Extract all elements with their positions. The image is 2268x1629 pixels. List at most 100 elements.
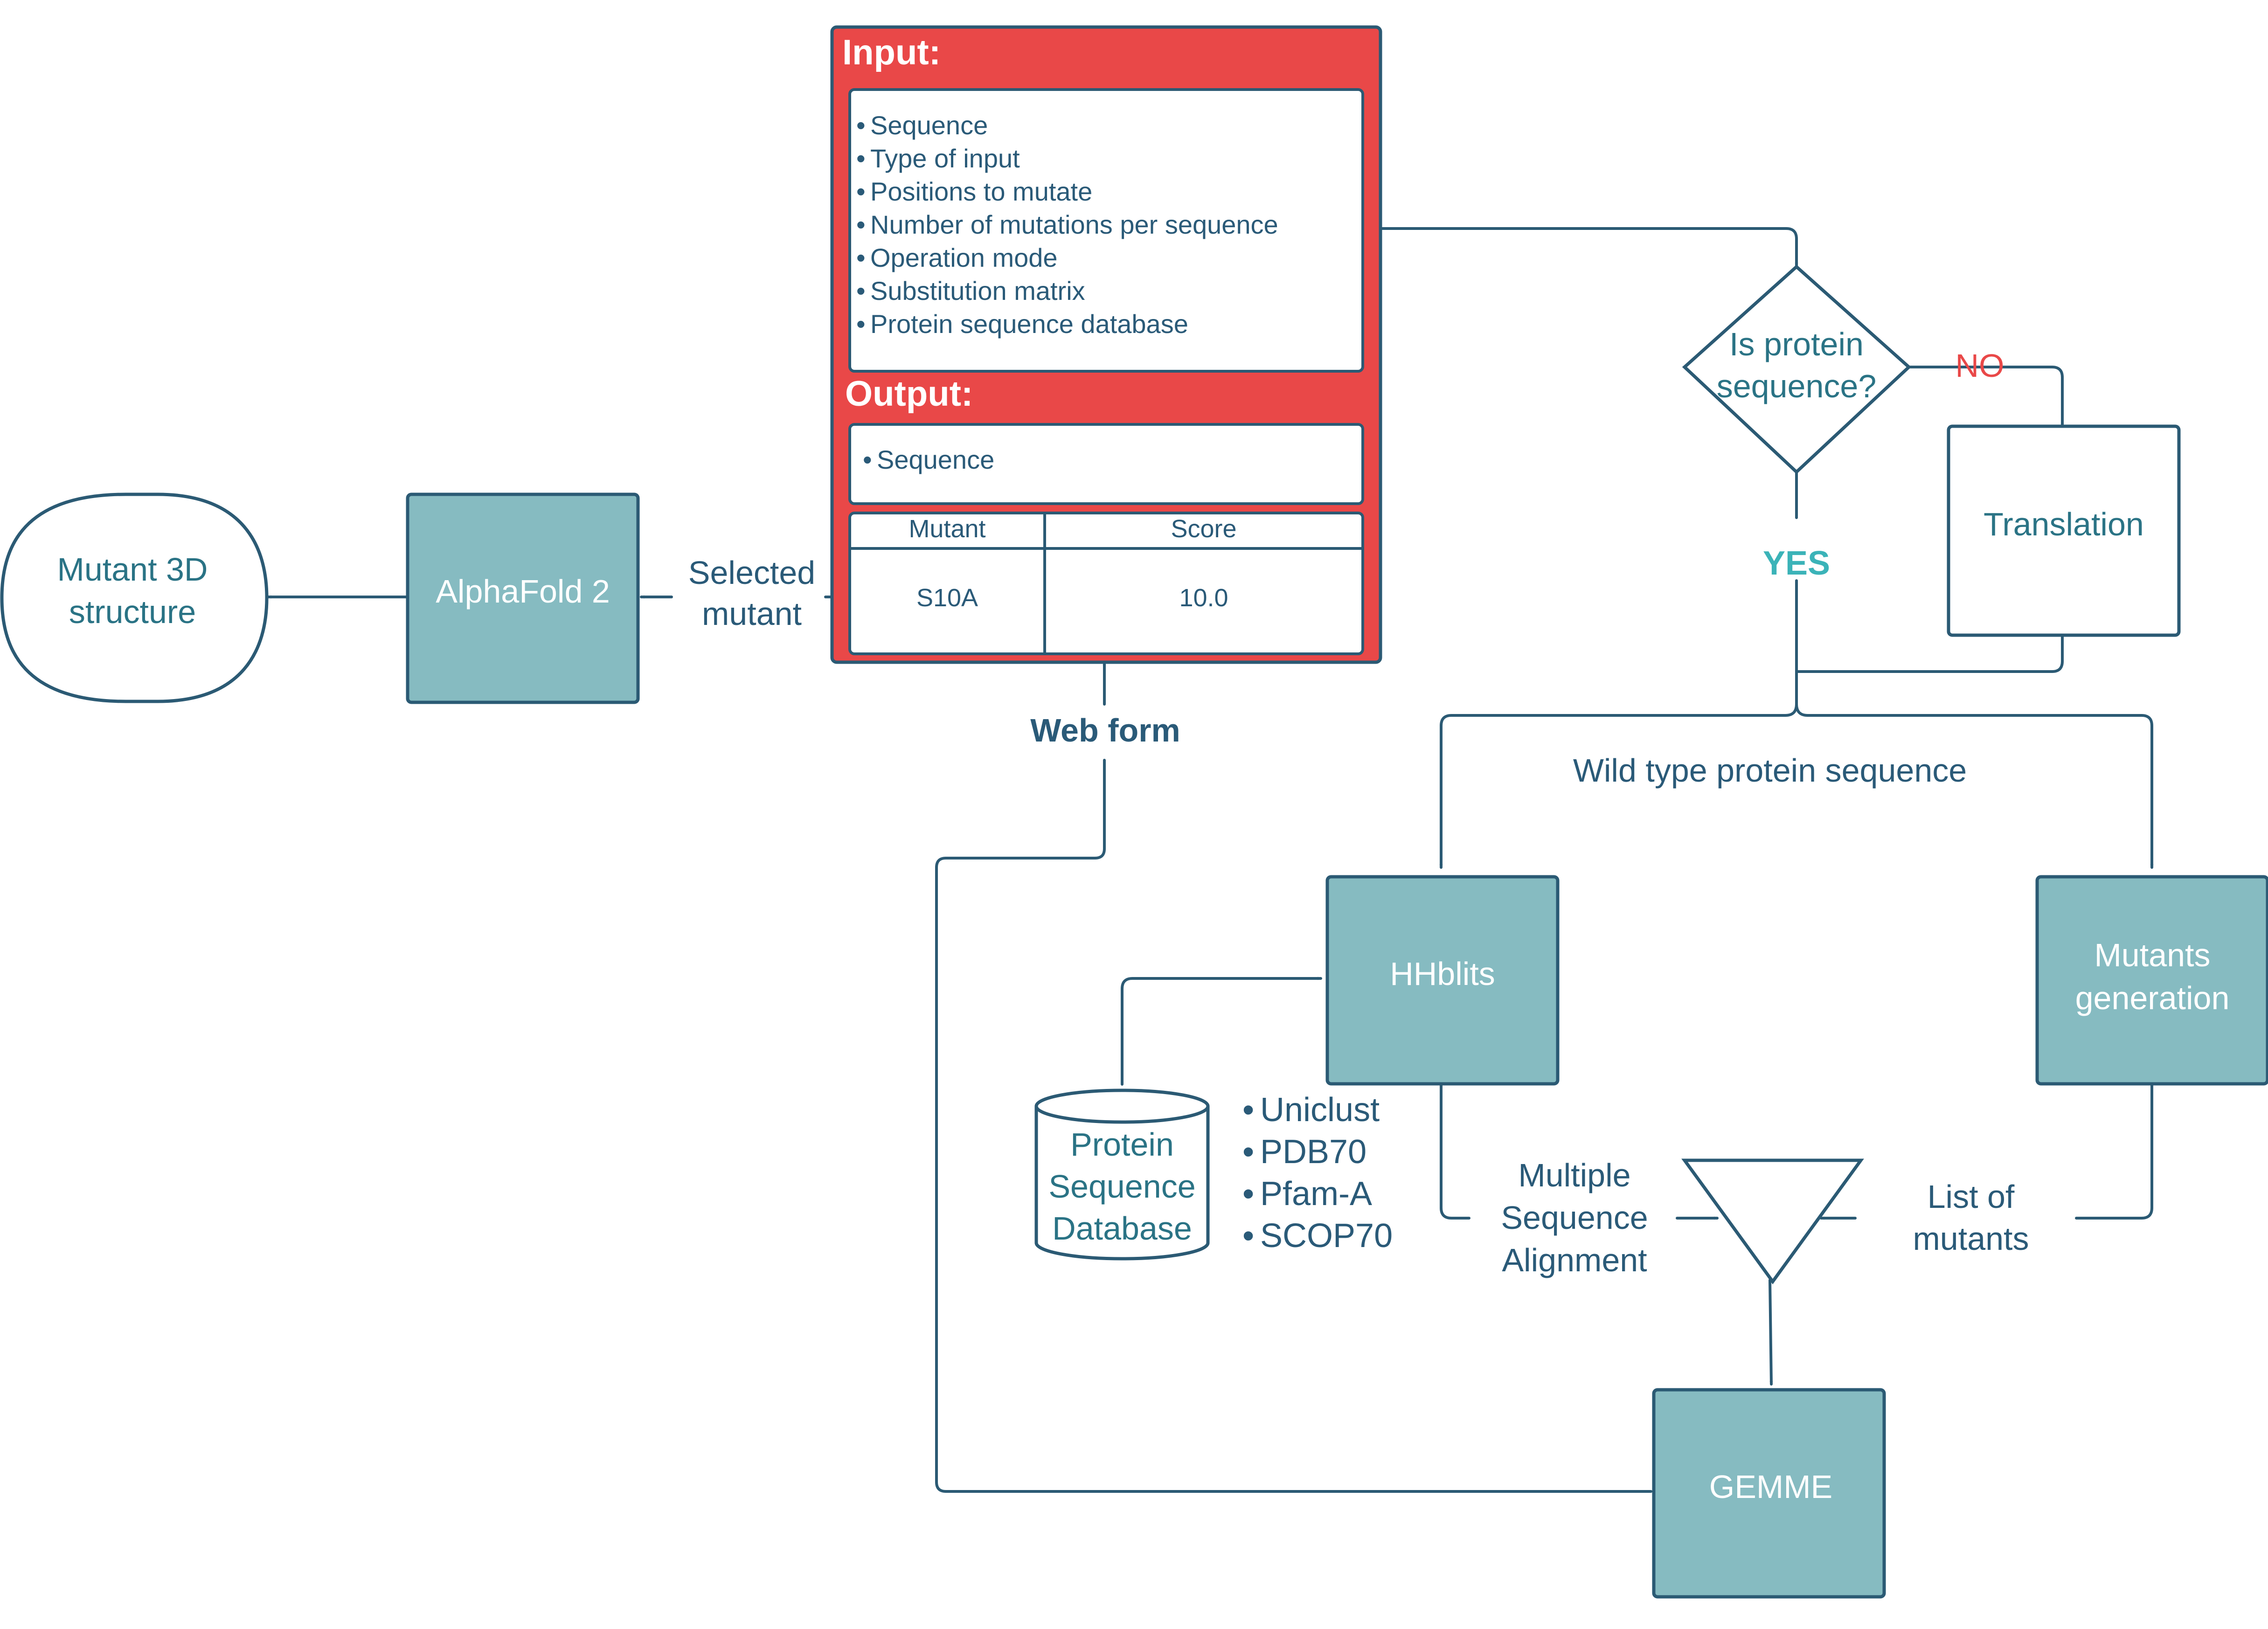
input-item-database: • Protein sequence database (856, 309, 1188, 339)
decision-label-line2: sequence? (1717, 368, 1877, 404)
table-cell-score: 10.0 (1179, 584, 1228, 612)
input-item-substitution-matrix: • Substitution matrix (856, 276, 1085, 305)
input-item-label: Protein sequence database (870, 309, 1188, 339)
input-item-sequence: • Sequence (856, 111, 988, 140)
database-label-line3: Database (1052, 1210, 1192, 1247)
selected-mutant-label-line1: Selected (688, 555, 815, 591)
bullet: • (1242, 1133, 1254, 1171)
input-list-box (848, 88, 1364, 373)
protein-database-node: Protein Sequence Database (1034, 1088, 1210, 1261)
wild-type-label: Wild type protein sequence (1573, 752, 1967, 789)
decision-diamond (1682, 264, 1912, 474)
translation-node: Translation (1947, 424, 2181, 637)
database-item-label: PDB70 (1260, 1133, 1366, 1171)
connector-merge-to-gemme (1769, 1279, 1773, 1386)
database-item-label: Uniclust (1260, 1091, 1380, 1129)
connector-input-to-decision (1363, 227, 1798, 267)
input-item-operation-mode: • Operation mode (856, 243, 1058, 272)
database-cylinder-body (1034, 1106, 1210, 1261)
database-item-label: Pfam-A (1260, 1175, 1372, 1213)
connector-split-to-hhblits (1439, 703, 1798, 869)
database-item-pdb70: • PDB70 (1242, 1133, 1366, 1171)
database-cylinder-top (1034, 1088, 1210, 1124)
database-item-pfam: • Pfam-A (1242, 1175, 1372, 1213)
no-label: NO (1956, 347, 2004, 384)
database-list: • Uniclust • PDB70 • Pfam-A • SCOP70 (1242, 1091, 1393, 1255)
connectors (267, 227, 2154, 1493)
database-label-line1: Protein (1070, 1126, 1174, 1163)
connector-translation-return (1795, 634, 2064, 673)
output-title: Output: (845, 374, 973, 414)
gemme-label: GEMME (1709, 1469, 1832, 1505)
bullet: • (856, 276, 866, 305)
bullet: • (1242, 1091, 1254, 1129)
io-panel: Input: • Sequence • Type of input • Posi… (830, 25, 1382, 664)
database-label-line2: Sequence (1048, 1168, 1195, 1205)
bullet: • (856, 144, 866, 173)
database-item-uniclust: • Uniclust (1242, 1091, 1380, 1129)
gemme-node: GEMME (1652, 1388, 1886, 1599)
output-item-sequence: Sequence (877, 445, 994, 474)
hhblits-box (1325, 875, 1560, 1086)
bullet: • (856, 210, 866, 239)
input-item-positions: • Positions to mutate (856, 177, 1092, 206)
msa-label-line2: Sequence (1501, 1199, 1648, 1236)
alphafold-label: AlphaFold 2 (436, 573, 610, 610)
decision-node: Is protein sequence? (1682, 264, 1912, 474)
mutants-generation-label-line2: generation (2075, 980, 2230, 1016)
input-item-label: Positions to mutate (870, 177, 1092, 206)
mutant-3d-structure-node: Mutant 3D structure (0, 492, 269, 703)
msa-label-line1: Multiple (1518, 1157, 1630, 1193)
bullet: • (856, 111, 866, 140)
connector-hhblits-to-merge (1440, 1080, 1470, 1220)
database-item-label: SCOP70 (1260, 1217, 1393, 1255)
translation-label: Translation (1984, 506, 2144, 542)
bullet: • (856, 243, 866, 272)
mutants-generation-box (2035, 875, 2268, 1086)
msa-label-line3: Alignment (1502, 1242, 1647, 1278)
input-item-label: Substitution matrix (870, 276, 1085, 305)
alphafold-box (406, 492, 640, 704)
connector-split-to-mutants (1795, 703, 2154, 869)
table-header-score: Score (1171, 515, 1236, 543)
input-list: • Sequence • Type of input • Positions t… (856, 111, 1278, 339)
input-item-label: Type of input (870, 144, 1020, 173)
bullet: • (1242, 1175, 1254, 1213)
mutants-generation-label-line1: Mutants (2095, 937, 2211, 973)
input-item-number-mutations: • Number of mutations per sequence (856, 210, 1278, 239)
mutant-3d-label-line1: Mutant 3D (57, 551, 208, 588)
bullet: • (863, 445, 872, 474)
bullet: • (1242, 1217, 1254, 1255)
hhblits-node: HHblits (1325, 875, 1560, 1086)
connector-decision-no-to-translation (1907, 366, 2064, 427)
hhblits-label: HHblits (1390, 956, 1495, 992)
list-of-mutants-label-line1: List of (1928, 1178, 2015, 1215)
bullet: • (856, 177, 866, 206)
input-item-label: Sequence (870, 111, 988, 140)
decision-label-line1: Is protein (1729, 326, 1864, 362)
yes-label: YES (1763, 545, 1830, 582)
selected-mutant-label-line2: mutant (702, 596, 802, 632)
mutant-3d-label-line2: structure (69, 594, 196, 630)
connector-database-to-hhblits (1121, 977, 1322, 1086)
connector-gemme-to-webform (935, 759, 1652, 1493)
alphafold-node: AlphaFold 2 (406, 492, 640, 704)
connector-mutants-to-merge (2075, 1080, 2153, 1220)
output-table: Mutant Score S10A 10.0 (848, 512, 1364, 655)
mutants-generation-node: Mutants generation (2035, 875, 2268, 1086)
bullet: • (856, 309, 866, 339)
input-item-label: Operation mode (870, 243, 1058, 272)
input-title: Input: (842, 33, 941, 72)
terminator-shape (0, 492, 269, 703)
input-item-type: • Type of input (856, 144, 1020, 173)
table-header-mutant: Mutant (909, 515, 985, 543)
web-form-label: Web form (1030, 712, 1180, 749)
merge-triangle (1681, 1158, 1864, 1284)
database-item-scop70: • SCOP70 (1242, 1217, 1393, 1255)
gemme-box (1652, 1388, 1886, 1599)
table-cell-mutant: S10A (916, 584, 978, 612)
output-sequence-box (848, 423, 1364, 505)
input-item-label: Number of mutations per sequence (870, 210, 1278, 239)
translation-box (1947, 424, 2181, 637)
